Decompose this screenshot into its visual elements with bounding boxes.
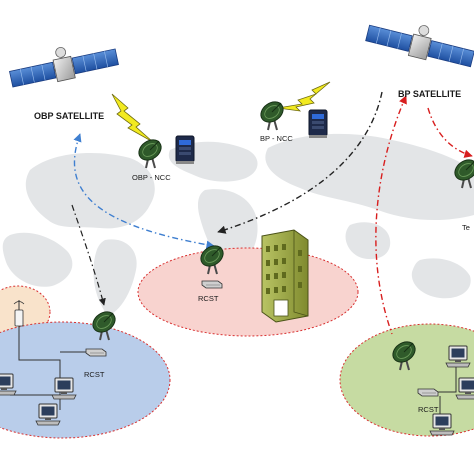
modem-icon [201, 280, 223, 289]
blue-zone [0, 321, 171, 439]
green-zone [339, 323, 474, 437]
lan-zones [0, 247, 474, 439]
server-icon [175, 135, 195, 165]
computer-icon [455, 377, 474, 400]
office-building-icon [261, 229, 309, 323]
computer-icon [51, 377, 77, 400]
bp-return-link-path [375, 95, 407, 335]
obp-link-path [73, 133, 215, 249]
modem-icon [417, 388, 439, 397]
server-icon [308, 109, 328, 139]
bp-satellite-label: BP SATELLITE [398, 89, 461, 99]
pink-zone [137, 247, 359, 337]
lightning-icon [111, 93, 154, 143]
modem-icon [85, 348, 107, 357]
rcst-right-label: RCST [418, 405, 439, 414]
satellite-icon [5, 35, 121, 92]
bp-to-te-path [427, 107, 473, 158]
lightning-icon [277, 81, 331, 112]
satellite-links [71, 91, 473, 335]
obp-satellite-label: OBP SATELLITE [34, 111, 104, 121]
te-partial-label: Te [462, 223, 470, 232]
rcst-center-label: RCST [198, 294, 219, 303]
rcst-left-label: RCST [84, 370, 105, 379]
bp-forward-link-path [217, 91, 383, 234]
obp-ncc-label: OBP - NCC [132, 173, 171, 182]
computer-icon [429, 413, 455, 436]
computer-icon [445, 345, 471, 368]
access-point-icon [13, 300, 25, 327]
bp-ncc-label: BP - NCC [260, 134, 293, 143]
dish-antenna-icon [256, 96, 288, 131]
computer-icon [35, 403, 61, 426]
satellite-icon [363, 11, 474, 72]
